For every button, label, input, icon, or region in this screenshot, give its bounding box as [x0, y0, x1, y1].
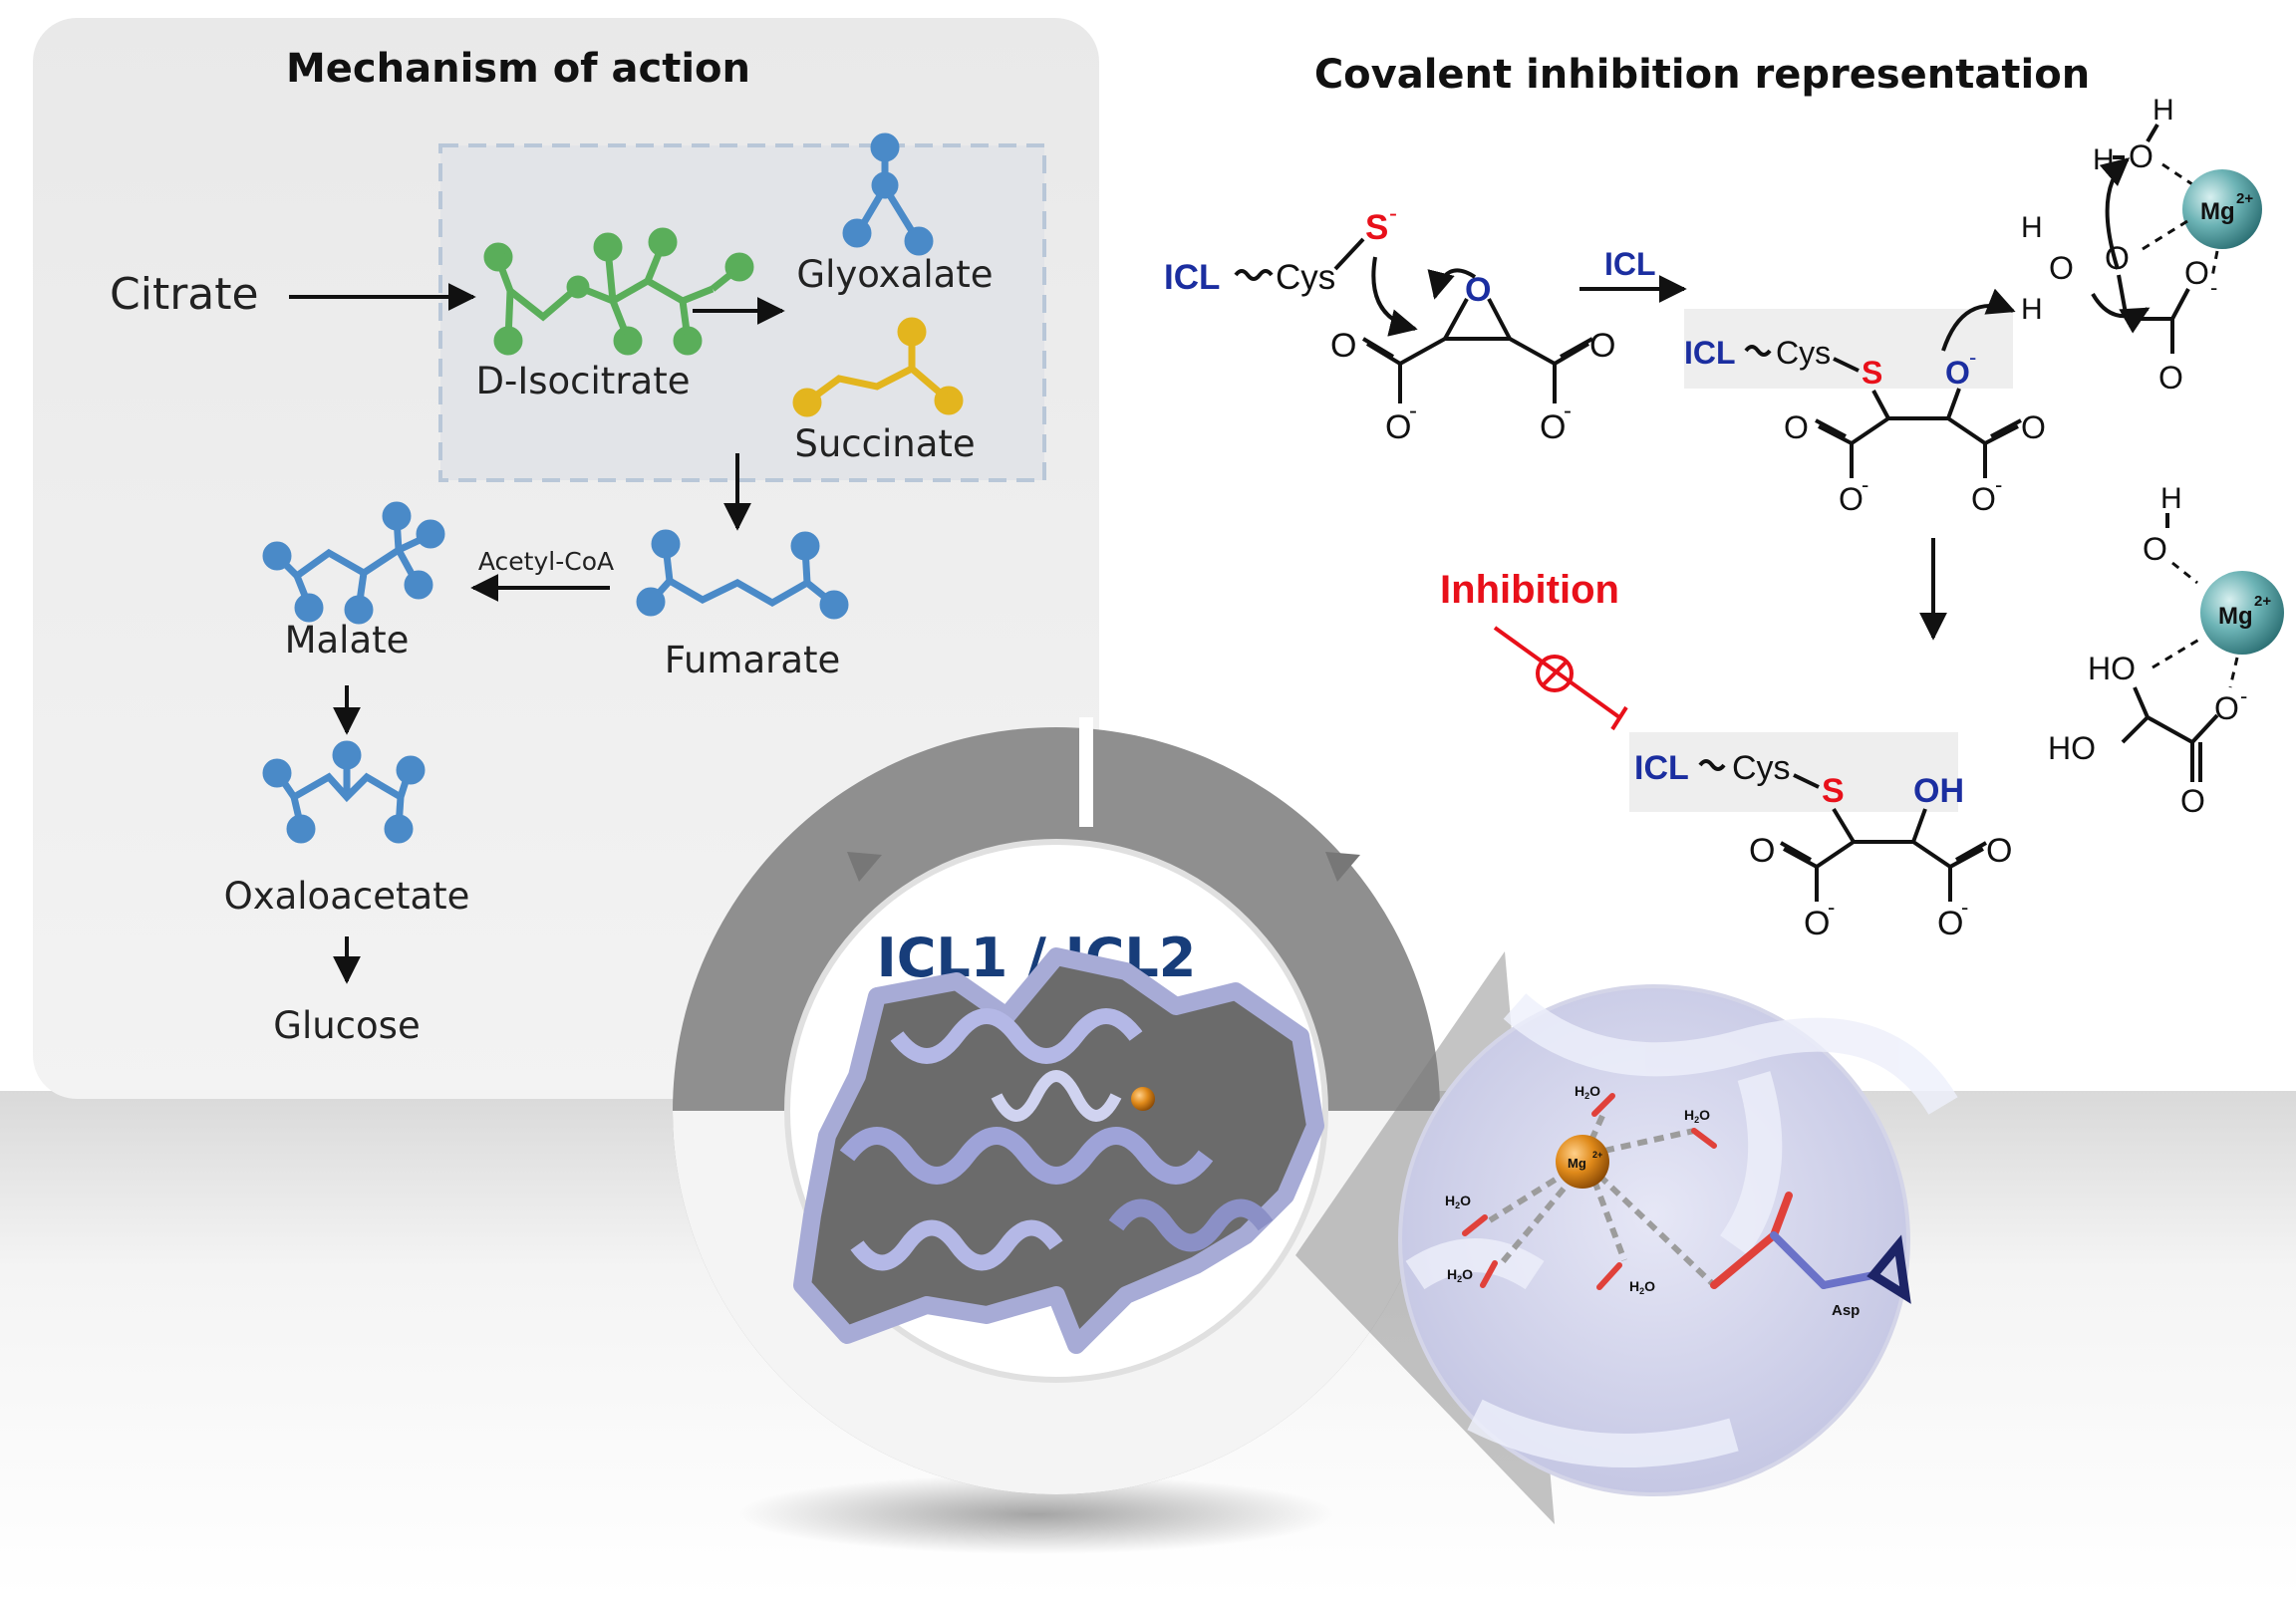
mg-ion-bottom: [2200, 571, 2284, 655]
svg-text:2+: 2+: [1592, 1150, 1602, 1160]
svg-text:O: O: [1749, 832, 1775, 870]
svg-text:2+: 2+: [2254, 593, 2271, 610]
covalent-title: Covalent inhibition representation: [1314, 52, 2090, 98]
svg-text:O: O: [1937, 905, 1963, 942]
svg-text:O: O: [2214, 690, 2239, 726]
svg-text:O: O: [2021, 409, 2046, 445]
svg-text:H: H: [2152, 94, 2174, 127]
svg-text:O: O: [1986, 832, 2012, 870]
malate-molecule-icon: [262, 501, 445, 625]
svg-text:O: O: [1804, 905, 1830, 942]
mechanism-title: Mechanism of action: [286, 46, 750, 92]
fumarate-molecule-icon: [636, 529, 849, 620]
svg-text:O: O: [2105, 240, 2130, 276]
ring-arrow-right-icon: [1325, 852, 1360, 882]
succinate-molecule-icon: [792, 317, 964, 417]
svg-text:HO: HO: [2048, 730, 2096, 766]
svg-text:O: O: [2129, 138, 2153, 174]
succinate-label: Succinate: [794, 422, 975, 465]
svg-text:OH: OH: [1913, 772, 1964, 810]
acetyl-coa-label: Acetyl-CoA: [478, 547, 614, 576]
oxaloacetate-label: Oxaloacetate: [224, 875, 470, 918]
svg-text:H: H: [2160, 482, 2182, 515]
svg-text:ICL: ICL: [1634, 749, 1689, 787]
mg-complex-top: H H O Mg 2+ H O H O O - O: [2021, 94, 2262, 396]
intermediate: ICL Cys S O - O O - O O -: [1684, 288, 2046, 517]
isocitrate-molecule-icon: [483, 227, 754, 356]
svg-text:O: O: [2049, 250, 2074, 286]
svg-text:O: O: [2143, 531, 2167, 567]
active-site-backbone: [1405, 993, 1958, 1467]
svg-text:O: O: [2180, 783, 2205, 819]
svg-text:-: -: [1409, 398, 1417, 424]
svg-text:Cys: Cys: [1276, 258, 1335, 297]
svg-text:O: O: [1540, 408, 1566, 446]
svg-text:Mg: Mg: [1568, 1156, 1586, 1171]
svg-text:-: -: [1995, 472, 2002, 497]
svg-text:O: O: [1385, 408, 1411, 446]
inhibition-symbol-icon: [1493, 626, 1628, 731]
svg-text:-: -: [1389, 200, 1397, 227]
svg-text:H2O: H2O: [1447, 1266, 1473, 1284]
svg-text:H2O: H2O: [1575, 1083, 1600, 1101]
svg-text:H: H: [2021, 293, 2043, 326]
malate-label: Malate: [285, 619, 410, 662]
product: ICL Cys S OH O O - O O -: [1629, 732, 2012, 942]
enzyme-shadow: [737, 1474, 1335, 1554]
svg-text:O: O: [1971, 481, 1996, 517]
svg-text:O: O: [2184, 255, 2209, 291]
inhibition-label: Inhibition: [1440, 568, 1619, 612]
active-site-circle: [1398, 984, 1910, 1496]
svg-text:H: H: [2093, 143, 2115, 176]
svg-text:Cys: Cys: [1732, 749, 1791, 787]
citrate-label: Citrate: [110, 269, 259, 320]
svg-text:HO: HO: [2088, 651, 2136, 686]
svg-text:ICL: ICL: [1164, 258, 1220, 297]
svg-text:Asp: Asp: [1832, 1302, 1860, 1319]
svg-text:O: O: [1330, 327, 1356, 365]
protein-structure-icon: [793, 947, 1324, 1354]
svg-text:O: O: [1839, 481, 1864, 517]
ring-arrow-left-icon: [847, 852, 882, 882]
svg-text:O: O: [1945, 355, 1970, 391]
svg-text:O: O: [2158, 360, 2183, 396]
svg-text:-: -: [2240, 683, 2247, 708]
svg-text:ICL: ICL: [1684, 335, 1736, 371]
svg-text:-: -: [1969, 345, 1976, 370]
oxaloacetate-molecule-icon: [262, 740, 426, 844]
svg-text:Mg: Mg: [2200, 198, 2235, 225]
svg-text:H2O: H2O: [1445, 1193, 1471, 1210]
svg-text:H2O: H2O: [1629, 1278, 1655, 1296]
svg-text:Mg: Mg: [2218, 603, 2253, 630]
svg-text:-: -: [1862, 472, 1868, 497]
svg-text:-: -: [1961, 895, 1968, 920]
glyoxalate-molecule-icon: [842, 133, 934, 256]
svg-text:O: O: [1589, 327, 1615, 365]
mg-complex-bottom: H O Mg 2+ HO HO O O -: [2048, 482, 2284, 819]
svg-text:S: S: [1822, 772, 1845, 810]
glucose-label: Glucose: [273, 1004, 420, 1047]
mg-ion-top: [2182, 169, 2262, 249]
svg-text:S: S: [1862, 355, 1882, 391]
isocitrate-label: D-Isocitrate: [476, 360, 691, 402]
fumarate-label: Fumarate: [665, 639, 841, 681]
svg-text:O: O: [1784, 409, 1809, 445]
svg-text:H: H: [2021, 211, 2043, 244]
svg-text:-: -: [2210, 275, 2217, 300]
ring-gap: [1079, 717, 1093, 827]
svg-text:-: -: [1828, 895, 1835, 920]
glyoxalate-label: Glyoxalate: [796, 253, 993, 296]
svg-text:H2O: H2O: [1684, 1107, 1710, 1125]
svg-text:O: O: [1465, 271, 1491, 309]
reaction-arrow-label: ICL: [1604, 246, 1656, 282]
reactant-1: ICL Cys S - O O O - O O -: [1164, 200, 1615, 446]
svg-text:Cys: Cys: [1776, 335, 1831, 371]
svg-text:S: S: [1365, 208, 1388, 247]
svg-text:-: -: [1564, 398, 1572, 424]
mg-ion-active-site: [1556, 1135, 1609, 1189]
active-site-contents: Mg 2+ H2O H2O H2O H2O H2O Asp: [1445, 1083, 1911, 1319]
svg-text:2+: 2+: [2236, 190, 2253, 207]
